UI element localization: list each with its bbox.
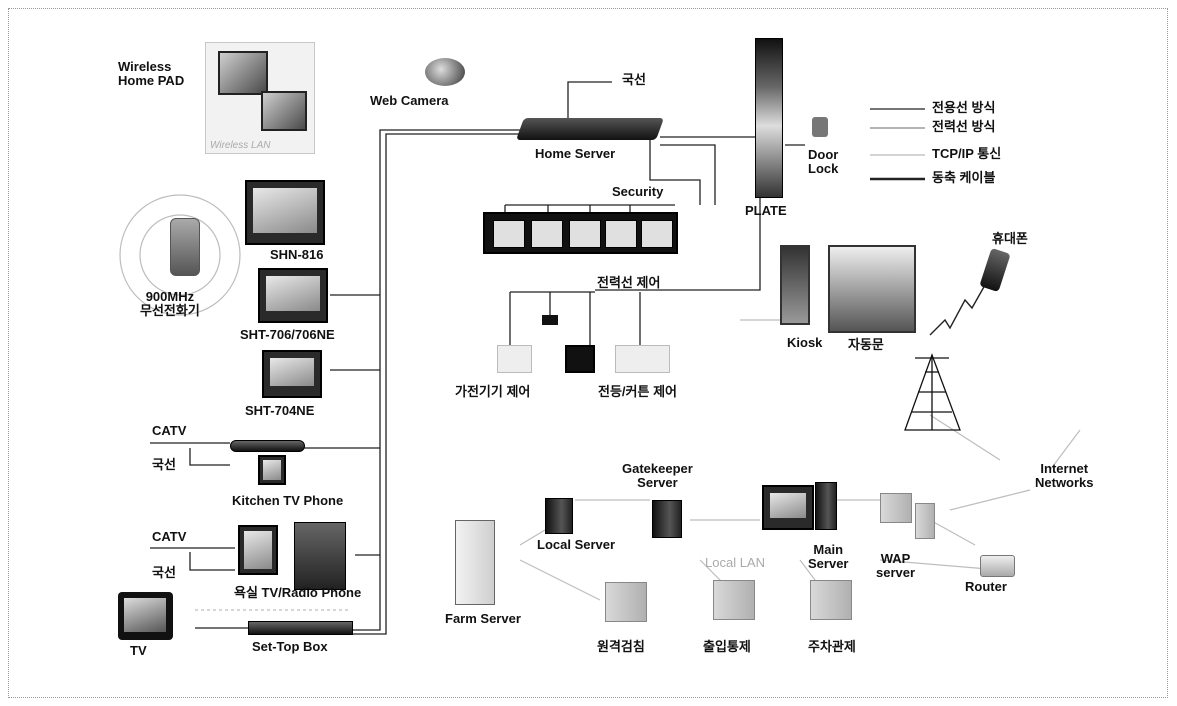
catv-2-label: CATV xyxy=(152,530,186,544)
farm-server-label: Farm Server xyxy=(445,612,521,626)
remote-meter-label: 원격검침 xyxy=(597,640,645,654)
wireless-home-pad-icon: Wireless LAN xyxy=(205,42,315,154)
home-server-label: Home Server xyxy=(535,147,615,161)
shn816-icon xyxy=(245,180,325,245)
web-camera-icon xyxy=(425,58,465,86)
sht706-icon xyxy=(258,268,328,323)
parking-control-label: 주차관제 xyxy=(808,640,856,654)
bath-phone-icon xyxy=(238,525,278,575)
gatekeeper-server-label: Gatekeeper Server xyxy=(622,462,693,491)
appliance-control-label: 가전기기 제어 xyxy=(455,385,530,399)
web-camera-label: Web Camera xyxy=(370,94,449,108)
mobile-label: 휴대폰 xyxy=(992,232,1028,246)
wap-server-icon xyxy=(880,493,912,523)
auto-door-label: 자동문 xyxy=(848,338,884,352)
sht706-label: SHT-706/706NE xyxy=(240,328,335,342)
local-lan-label: Local LAN xyxy=(705,556,765,570)
legend-item-coax-cable: 동축 케이블 xyxy=(932,171,995,185)
main-server-tower-icon xyxy=(815,482,837,530)
radio-phone-icon xyxy=(294,522,346,590)
switch-icon xyxy=(542,315,558,325)
power-line-control-label: 전력선 제어 xyxy=(597,276,660,290)
gatekeeper-server-icon xyxy=(652,500,682,538)
tv-icon xyxy=(118,592,173,640)
security-label: Security xyxy=(612,185,663,199)
guksun-top-label: 국선 xyxy=(622,73,646,87)
home-server-icon xyxy=(516,118,664,140)
access-control-pc-icon xyxy=(713,580,755,620)
security-panel-icon xyxy=(483,212,678,254)
plate-label: PLATE xyxy=(745,204,787,218)
router-icon xyxy=(980,555,1015,577)
sht704-icon xyxy=(262,350,322,398)
phone-900-label: 900MHz 무선전화기 xyxy=(140,290,200,319)
guksun-1-label: 국선 xyxy=(152,458,176,472)
plate-icon xyxy=(755,38,783,198)
guksun-2-label: 국선 xyxy=(152,566,176,580)
cordless-phone-icon xyxy=(170,218,200,276)
local-server-label: Local Server xyxy=(537,538,615,552)
radio-tower-icon xyxy=(905,355,960,430)
remote-meter-pc-icon xyxy=(605,582,647,622)
farm-server-icon xyxy=(455,520,495,605)
wireless-home-pad-label: Wireless Home PAD xyxy=(118,60,184,89)
wap-server-tower-icon xyxy=(915,503,935,539)
legend-item-tcp-ip: TCP/IP 통신 xyxy=(932,147,1001,161)
legend-item-power-line: 전력선 방식 xyxy=(932,120,995,134)
router-label: Router xyxy=(965,580,1007,594)
bath-tv-radio-phone-label: 욕실 TV/Radio Phone xyxy=(234,586,361,600)
controller-icon xyxy=(565,345,595,373)
kitchen-tv-phone-label: Kitchen TV Phone xyxy=(232,494,343,508)
shn816-label: SHN-816 xyxy=(270,248,323,262)
sht704-label: SHT-704NE xyxy=(245,404,314,418)
appliance-icon xyxy=(497,345,532,373)
parking-control-pc-icon xyxy=(810,580,852,620)
tv-label: TV xyxy=(130,644,147,658)
door-lock-icon xyxy=(812,117,828,137)
pad-caption: Wireless LAN xyxy=(210,140,270,151)
light-curtain-control-label: 전등/커튼 제어 xyxy=(598,385,677,399)
kitchen-phone-screen-icon xyxy=(258,455,286,485)
main-server-monitor-icon xyxy=(762,485,814,530)
kitchen-tv-phone-icon xyxy=(230,440,305,452)
catv-1-label: CATV xyxy=(152,424,186,438)
door-lock-label: Door Lock xyxy=(808,148,838,177)
legend-item-dedicated-line: 전용선 방식 xyxy=(932,101,995,115)
auto-door-icon xyxy=(828,245,916,333)
set-top-box-label: Set-Top Box xyxy=(252,640,328,654)
internet-networks-label: Internet Networks xyxy=(1035,462,1094,491)
kiosk-icon xyxy=(780,245,810,325)
curtain-icon xyxy=(615,345,670,373)
wap-server-label: WAP server xyxy=(876,552,915,581)
set-top-box-icon xyxy=(248,621,353,635)
local-server-icon xyxy=(545,498,573,534)
access-control-label: 출입통제 xyxy=(703,640,751,654)
main-server-label: Main Server xyxy=(808,543,848,572)
kiosk-label: Kiosk xyxy=(787,336,822,350)
